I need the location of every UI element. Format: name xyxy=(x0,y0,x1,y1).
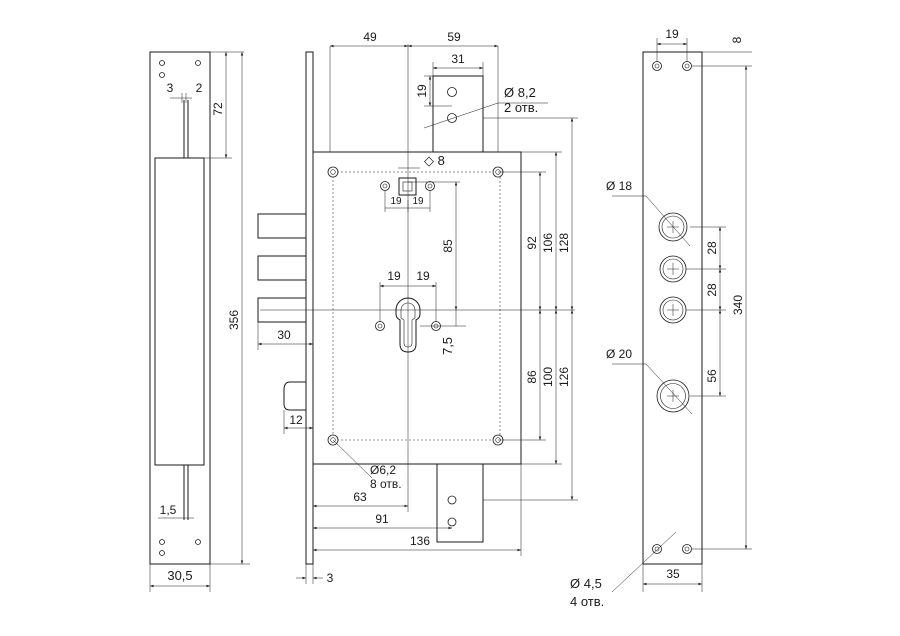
upper-pin-hole xyxy=(447,87,457,97)
left-screw-hole xyxy=(159,539,165,545)
left-screw-hole xyxy=(195,60,201,66)
dim-h-100: 100 xyxy=(541,367,555,387)
upper-extension xyxy=(432,75,484,153)
dim-bolt-hole-top-dia: Ø 18 xyxy=(606,179,632,193)
right-mount-hole xyxy=(682,544,692,554)
lock-body xyxy=(312,151,522,465)
dim-gap-mid: 28 xyxy=(705,283,719,297)
upper-pin-hole xyxy=(447,113,457,123)
dim-h-106: 106 xyxy=(541,233,555,253)
lower-extension xyxy=(436,463,484,543)
keyhole-cylinder xyxy=(395,297,421,353)
dim-screw-hole-count: 8 отв. xyxy=(370,477,402,491)
spindle-screw-hole xyxy=(380,181,390,191)
dim-body-depth: 136 xyxy=(410,534,430,548)
dim-key-offset: 7,5 xyxy=(440,337,455,355)
dim-right-width: 35 xyxy=(666,567,680,581)
lower-pin-hole xyxy=(447,517,457,527)
dim-bottom-pin: 1,5 xyxy=(160,503,177,517)
dim-latch-projection: 12 xyxy=(289,413,303,427)
dim-bolt-projection: 30 xyxy=(277,328,291,342)
cylinder-screw-hole xyxy=(375,321,385,331)
right-plate xyxy=(642,51,703,565)
right-mount-hole xyxy=(682,61,692,71)
dim-h-86: 86 xyxy=(525,370,539,384)
dim-left-width: 30,5 xyxy=(167,568,192,583)
right-mount-hole xyxy=(652,544,662,554)
body-inner-outline xyxy=(332,171,501,441)
dim-mount-hole-count: 4 отв. xyxy=(570,594,604,609)
dim-top-right: 59 xyxy=(447,30,461,44)
left-screw-hole xyxy=(195,539,201,545)
dim-key-spacing-right: 19 xyxy=(416,269,430,283)
dim-pin-right: 2 xyxy=(196,81,203,95)
latch xyxy=(283,381,307,411)
dim-top-offset: 72 xyxy=(211,102,225,116)
dim-top-hole-spacing: 19 xyxy=(665,27,679,41)
dim-gap-top: 28 xyxy=(705,241,719,255)
dim-screw-hole-dia: Ø6,2 xyxy=(370,463,396,477)
dim-gap-bottom: 56 xyxy=(705,369,719,383)
left-screw-hole xyxy=(159,72,165,78)
left-screw-hole xyxy=(159,550,165,556)
dim-latch-width: 31 xyxy=(451,52,465,66)
right-mount-hole xyxy=(652,61,662,71)
dim-key-spacing-left: 19 xyxy=(387,269,401,283)
dim-latch-height: 19 xyxy=(415,84,429,98)
dim-pin-hole-count: 2 отв. xyxy=(504,100,538,115)
left-view: 3 2 72 356 1,5 30,5 xyxy=(149,51,250,592)
bolt-1 xyxy=(257,213,307,239)
dim-body-91: 91 xyxy=(375,512,389,526)
dim-h-128: 128 xyxy=(557,233,571,253)
bolt-2 xyxy=(257,255,307,281)
dim-top-left: 49 xyxy=(363,30,377,44)
spindle-square xyxy=(398,177,417,196)
dim-right-total-height: 340 xyxy=(731,295,745,315)
dim-h-92: 92 xyxy=(525,236,539,250)
dim-pin-left: 3 xyxy=(167,81,174,95)
dim-bolt-hole-bottom-dia: Ø 20 xyxy=(606,347,632,361)
dim-h-126: 126 xyxy=(557,367,571,387)
dim-backset: 63 xyxy=(353,490,367,504)
dim-right-top-offset: 8 xyxy=(730,36,744,43)
dim-mount-hole-dia: Ø 4,5 xyxy=(570,576,602,591)
dim-square: ◇ 8 xyxy=(424,153,445,168)
dim-faceplate-thickness: 3 xyxy=(327,571,334,585)
dim-total-height: 356 xyxy=(227,310,241,330)
dim-pin-hole-dia: Ø 8,2 xyxy=(504,85,536,100)
left-faceplate xyxy=(149,51,211,565)
dim-square-spacing-left: 19 xyxy=(390,196,402,207)
right-view: 19 8 Ø 18 Ø 20 28 28 56 340 Ø 4,5 4 отв. xyxy=(570,27,752,609)
body-screw-hole xyxy=(327,166,339,178)
front-view: 49 59 31 19 Ø 8,2 2 отв. ◇ 8 19 19 19 19 xyxy=(257,30,578,585)
front-faceplate xyxy=(305,51,314,565)
lower-pin-hole xyxy=(447,495,457,505)
left-lock-body xyxy=(154,157,205,466)
spindle-screw-hole xyxy=(425,181,435,191)
dim-square-spacing-right: 19 xyxy=(412,196,424,207)
left-screw-hole xyxy=(159,60,165,66)
dim-spindle-to-key: 85 xyxy=(441,239,455,253)
